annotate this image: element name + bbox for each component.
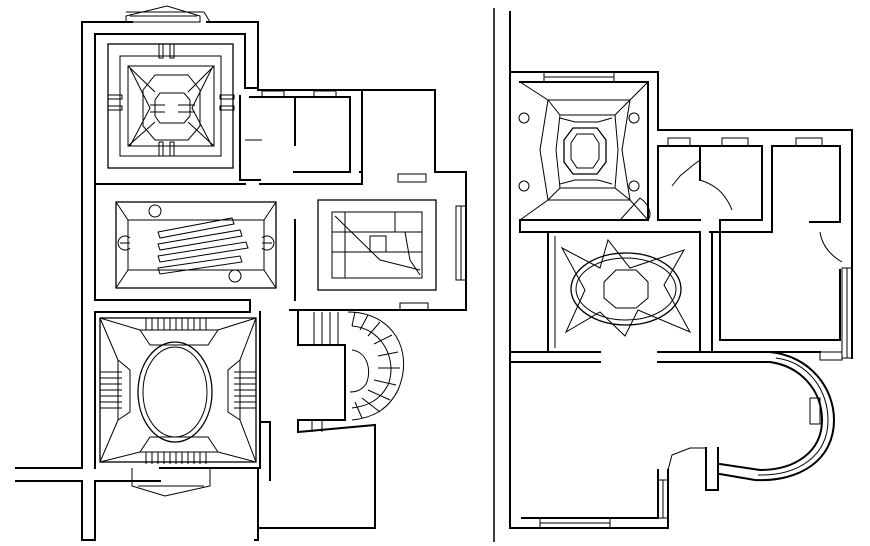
plan-right [509, 11, 853, 529]
right-outer-walls [509, 11, 853, 529]
dining-ceiling [547, 231, 713, 353]
spiral-stair [296, 311, 405, 434]
left-outer-walls [15, 21, 467, 541]
service-rooms [619, 137, 843, 263]
bay-hall [539, 350, 836, 529]
master-suite-ceiling [107, 43, 235, 169]
lounge-ceiling [94, 171, 363, 313]
left-entry-canopy [125, 5, 211, 23]
stair-hall [294, 173, 467, 311]
plan-left [15, 5, 467, 541]
octagon-ceiling [518, 71, 649, 221]
great-hall-ceiling [99, 317, 257, 497]
bath-block [239, 87, 363, 181]
east-wing [711, 231, 853, 361]
